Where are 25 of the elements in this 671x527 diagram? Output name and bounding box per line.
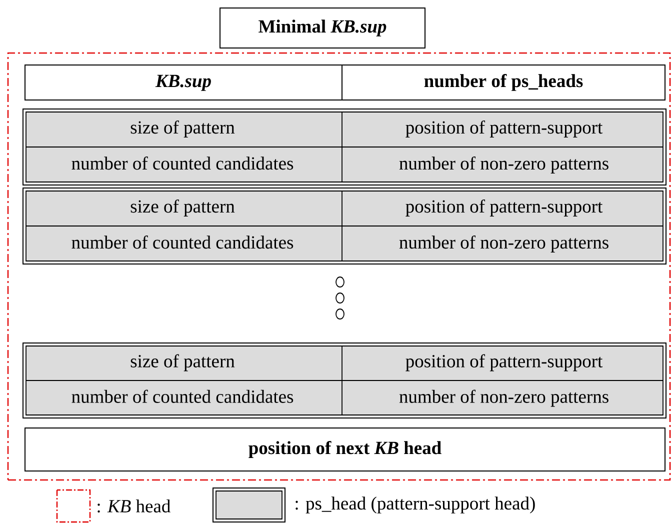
field-label: number of counted candidates	[72, 235, 294, 249]
field-label: position of pattern-support	[406, 120, 603, 138]
title-box	[220, 8, 426, 48]
kb-head-frame	[7, 52, 671, 481]
field-label: number of counted candidates	[72, 156, 294, 170]
field-label: position of pattern-support	[406, 199, 603, 216]
field-label: number of ps_heads	[424, 74, 583, 91]
title-text: Minimal KB.sup	[258, 20, 386, 36]
field-label: number of non-zero patterns	[399, 235, 608, 252]
pointer-box	[24, 428, 666, 472]
field-label: position of next KB head	[248, 440, 442, 458]
field-label: number of non-zero patterns	[399, 390, 608, 407]
ps-head-box	[22, 342, 666, 418]
ps-head-box	[22, 188, 666, 264]
field-label: position of pattern-support	[406, 354, 603, 372]
field-label: KB.sup	[155, 74, 211, 91]
header-row	[24, 64, 666, 100]
field-label: number of non-zero patterns	[399, 156, 608, 174]
field-label: size of pattern	[130, 199, 235, 216]
legend-text: : ps_head (pattern-support head)	[296, 496, 535, 514]
ps-head-box	[22, 108, 666, 186]
legend-text: : KB head	[98, 499, 170, 513]
field-label: size of pattern	[130, 120, 235, 138]
field-label: size of pattern	[130, 354, 235, 372]
field-label: number of counted candidates	[72, 390, 294, 403]
